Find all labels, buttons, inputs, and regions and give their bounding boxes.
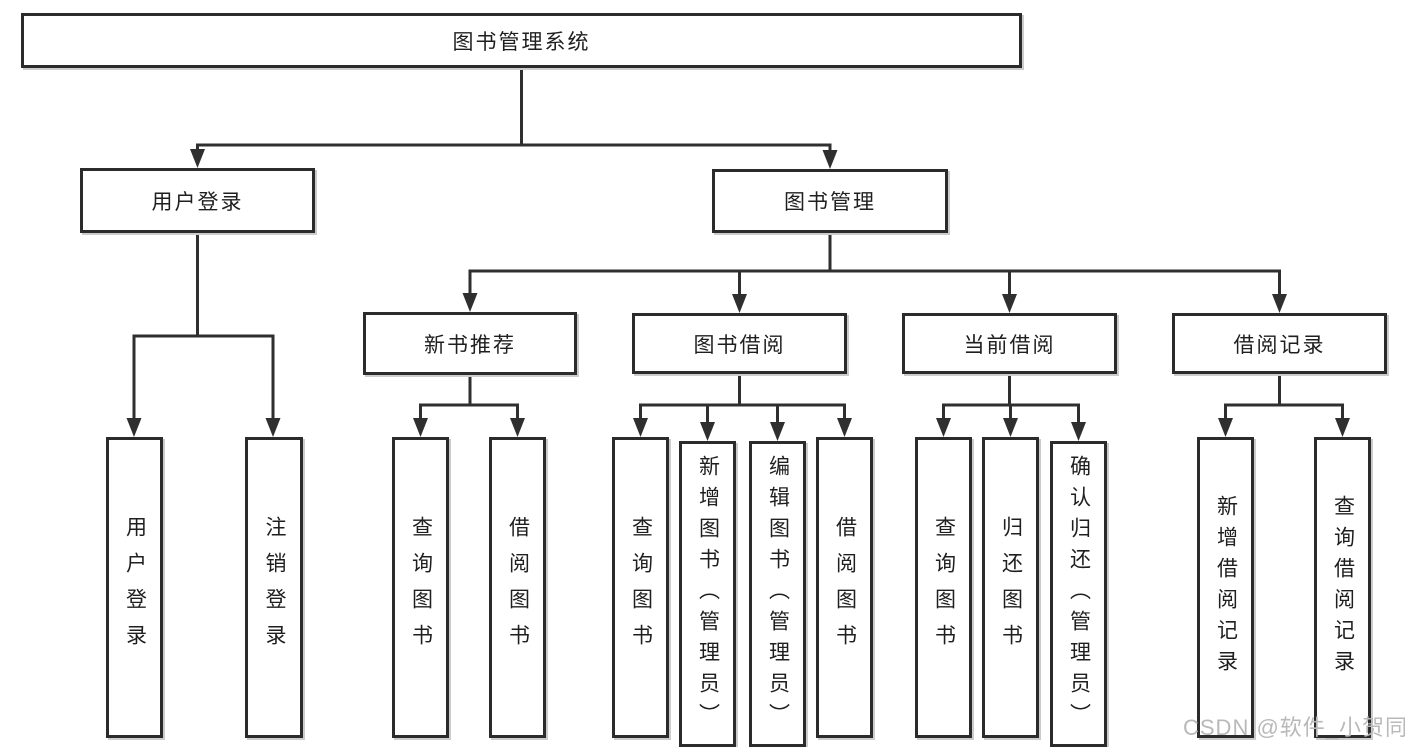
node-label: 新书推荐 <box>424 333 516 357</box>
leaf-query-borrow-record: 查询借阅记录 <box>1314 437 1371 738</box>
leaf-borrow-book-recommend: 借阅图书 <box>489 437 546 738</box>
leaf-label: 新增图书（管理员） <box>696 454 720 734</box>
node-label: 当前借阅 <box>963 333 1056 357</box>
leaf-return-book: 归还图书 <box>982 437 1039 738</box>
csdn-watermark: CSDN @软件_小贺同学 <box>1183 715 1405 740</box>
node-label: 图书管理 <box>784 191 876 214</box>
leaf-label: 编辑图书（管理员） <box>766 454 790 734</box>
leaf-query-book-recommend: 查询图书 <box>392 437 449 738</box>
node-current-borrow: 当前借阅 <box>902 313 1117 374</box>
node-label: 图书借阅 <box>693 333 786 357</box>
node-label: 用户登录 <box>151 190 244 214</box>
node-book-borrow: 图书借阅 <box>632 313 847 374</box>
leaf-label: 借阅图书 <box>833 515 857 660</box>
leaf-label: 查询图书 <box>409 515 433 660</box>
leaf-logout: 注销登录 <box>245 437 303 738</box>
leaf-label: 查询借阅记录 <box>1331 494 1355 681</box>
leaf-label: 注销登录 <box>263 515 286 660</box>
leaf-user-login: 用户登录 <box>106 437 163 738</box>
node-borrow-records: 借阅记录 <box>1172 313 1387 374</box>
leaf-label: 新增借阅记录 <box>1214 494 1238 681</box>
leaf-add-book-admin: 新增图书（管理员） <box>679 441 736 747</box>
leaf-label: 归还图书 <box>999 515 1023 660</box>
node-user-login: 用户登录 <box>80 168 315 233</box>
leaf-label: 借阅图书 <box>506 515 530 660</box>
node-book-management: 图书管理 <box>712 169 948 233</box>
leaf-query-book-borrow: 查询图书 <box>612 437 669 738</box>
leaf-edit-book-admin: 编辑图书（管理员） <box>749 441 806 747</box>
leaf-borrow-book: 借阅图书 <box>816 437 873 738</box>
node-library-system: 图书管理系统 <box>21 13 1022 68</box>
leaf-confirm-return-admin: 确认归还（管理员） <box>1050 441 1107 747</box>
node-label: 图书管理系统 <box>452 30 591 54</box>
leaf-label: 查询图书 <box>629 515 653 660</box>
leaf-label: 用户登录 <box>123 515 147 660</box>
leaf-label: 确认归还（管理员） <box>1067 454 1091 734</box>
leaf-add-borrow-record: 新增借阅记录 <box>1197 437 1254 738</box>
leaf-label: 查询图书 <box>932 515 956 660</box>
leaf-query-book-current: 查询图书 <box>915 437 972 738</box>
node-new-book-recommend: 新书推荐 <box>363 312 577 375</box>
node-label: 借阅记录 <box>1233 333 1326 357</box>
